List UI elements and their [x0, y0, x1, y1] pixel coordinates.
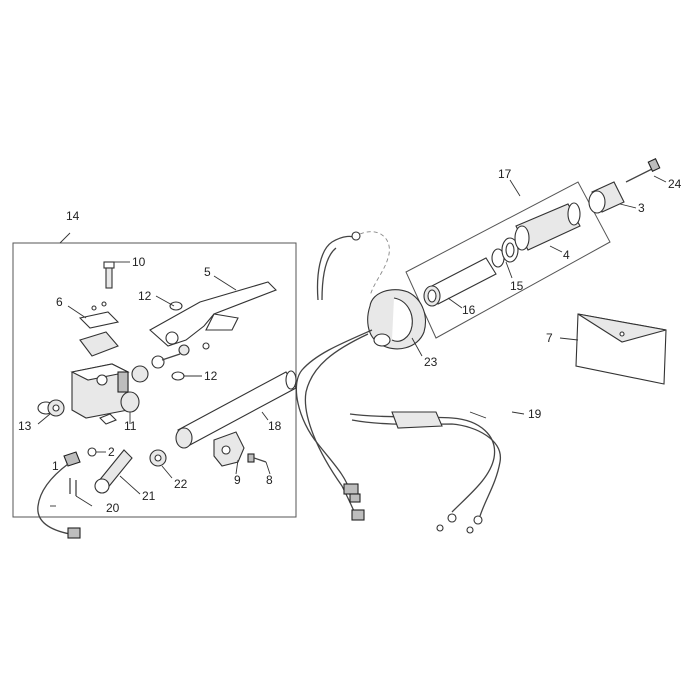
callout-14: 14	[66, 209, 80, 223]
part-24-bolt	[625, 158, 661, 183]
part-2-ring	[87, 447, 97, 457]
part-20-screws	[69, 478, 77, 496]
callout-24: 24	[668, 177, 682, 191]
callout-22: 22	[174, 477, 188, 491]
part-19-throttle-cables	[349, 411, 501, 534]
master-cylinder-piston	[131, 353, 181, 383]
callout-18: 18	[268, 419, 282, 433]
callout-3: 3	[638, 201, 645, 215]
part-23-switch-housing	[367, 289, 426, 350]
part-21-banjo-bolt	[94, 449, 133, 494]
callout-13: 13	[18, 419, 32, 433]
callout-10: 10	[132, 255, 146, 269]
callout-5: 5	[204, 265, 211, 279]
callout-12-top: 12	[138, 289, 152, 303]
callout-15: 15	[510, 279, 524, 293]
part-10-screw	[103, 261, 115, 289]
wiring-harness	[295, 231, 390, 521]
part-15-rings	[491, 237, 519, 268]
part-1-brake-switch	[37, 451, 81, 539]
callout-8: 8	[266, 473, 273, 487]
leader-lines	[37, 175, 667, 507]
part-5-brake-lever	[149, 281, 277, 356]
assembly-frame-17	[405, 181, 611, 339]
callout-2: 2	[108, 445, 115, 459]
callout-labels: 1 2 3 4 5 6 7 8 9 10 11 12 12 13 14 15 1…	[18, 167, 682, 515]
part-13-washers	[37, 399, 65, 417]
part-4-hand-grip	[514, 202, 581, 251]
part-22-washer	[149, 449, 167, 467]
callout-19: 19	[528, 407, 542, 421]
callout-11: 11	[124, 419, 137, 433]
part-11-nut	[99, 391, 140, 425]
callout-23: 23	[424, 355, 438, 369]
callout-9: 9	[234, 473, 241, 487]
callout-1: 1	[52, 459, 59, 473]
part-12-washers	[169, 301, 185, 381]
callout-16: 16	[462, 303, 476, 317]
assembly-frame-14	[12, 242, 297, 518]
callout-7: 7	[546, 331, 553, 345]
callout-4: 4	[563, 248, 570, 262]
part-16-throttle-tube	[423, 257, 497, 307]
part-18-handlebar-tube	[175, 370, 297, 449]
callout-12-bottom: 12	[204, 369, 218, 383]
part-8-bolt	[247, 453, 267, 463]
master-cylinder-body	[70, 363, 130, 419]
callout-6: 6	[56, 295, 63, 309]
part-6-reservoir-cap	[78, 301, 120, 357]
callout-21: 21	[142, 489, 156, 503]
part-3-bar-end-weight	[588, 181, 625, 214]
part-9-clamp	[213, 431, 245, 467]
callout-17: 17	[498, 167, 512, 181]
part-7-document-pouch	[575, 313, 667, 385]
callout-20: 20	[106, 501, 120, 515]
